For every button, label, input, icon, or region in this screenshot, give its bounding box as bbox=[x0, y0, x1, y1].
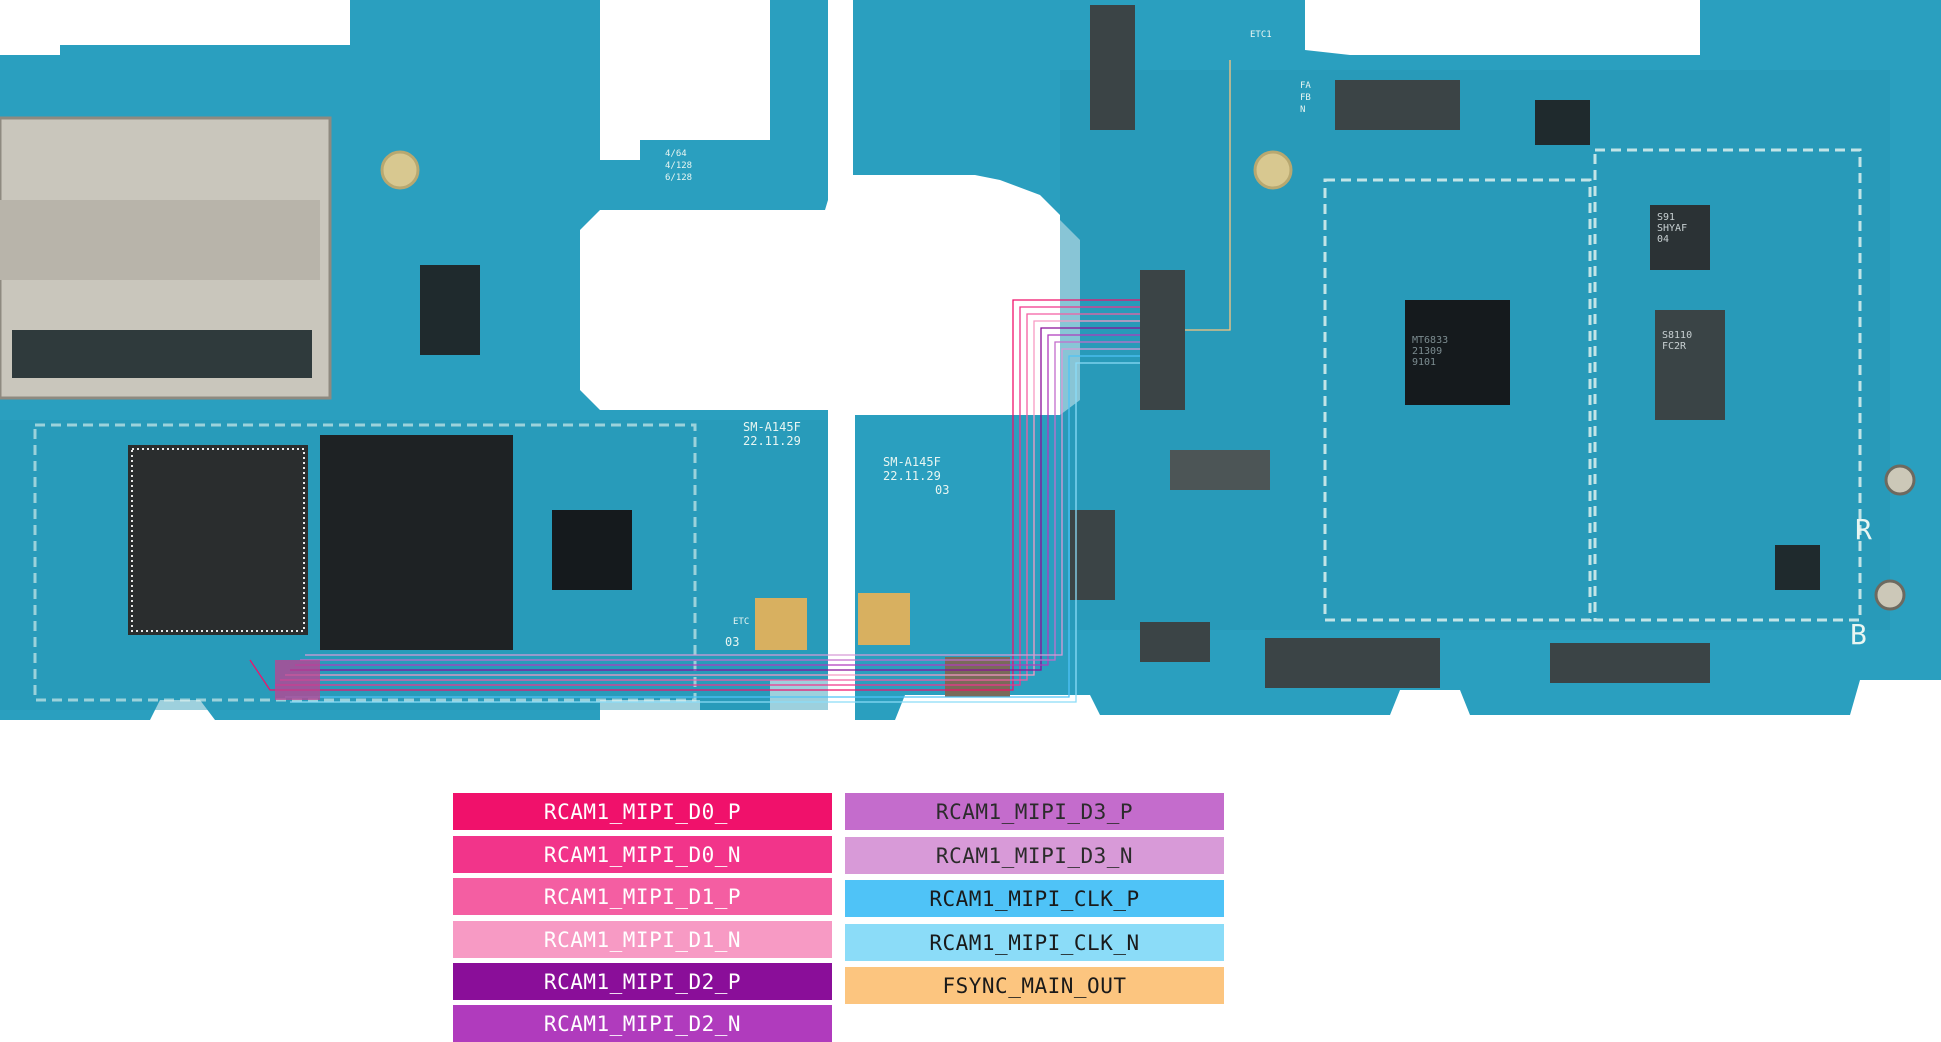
mark-b: B bbox=[1850, 618, 1867, 651]
trace-d3-n bbox=[305, 348, 1140, 656]
legend-label: RCAM1_MIPI_D2_N bbox=[543, 1011, 742, 1036]
legend-item-d2-n: RCAM1_MIPI_D2_N bbox=[453, 1005, 832, 1042]
connector-top-right bbox=[1335, 80, 1460, 130]
ic-right-marking: S8110 FC2R bbox=[1662, 330, 1693, 352]
pmic-marking: S91 SHYAF 04 bbox=[1657, 212, 1688, 245]
trace-d2-p bbox=[290, 327, 1140, 671]
connector-trace-end bbox=[945, 657, 1010, 697]
ram-bga-grid bbox=[131, 448, 305, 632]
chip-group-2 bbox=[1775, 545, 1820, 590]
legend-label: RCAM1_MIPI_D0_N bbox=[543, 842, 742, 867]
legend-item-d3-n: RCAM1_MIPI_D3_N bbox=[845, 837, 1224, 874]
connector-bottom-2 bbox=[1550, 643, 1710, 683]
silk-outline-2 bbox=[1593, 148, 1862, 622]
model-label-right: SM-A145F bbox=[883, 455, 941, 469]
mipi-traces bbox=[249, 60, 1231, 703]
coax-2 bbox=[1874, 579, 1906, 611]
chip-group-1 bbox=[1170, 450, 1270, 490]
connector-small bbox=[1140, 622, 1210, 662]
chip-top-right bbox=[1535, 100, 1590, 145]
coax-1 bbox=[1884, 464, 1916, 496]
ic-right bbox=[1655, 310, 1725, 420]
memory-options-label: 4/64 4/128 6/128 bbox=[665, 149, 693, 183]
connector-bottom-1 bbox=[1265, 638, 1440, 688]
date-label-left: 22.11.29 bbox=[743, 434, 801, 448]
legend-label: RCAM1_MIPI_D2_P bbox=[543, 969, 742, 994]
legend-label: RCAM1_MIPI_D1_N bbox=[543, 927, 742, 952]
model-label-left: SM-A145F bbox=[743, 420, 801, 434]
fa-fb-label: FA FB N bbox=[1300, 81, 1311, 115]
trace-d1-n bbox=[285, 320, 1140, 676]
date-label-right: 22.11.29 bbox=[883, 469, 941, 483]
trace-d3-p bbox=[300, 341, 1140, 661]
etc-label-top: ETC1 bbox=[1250, 30, 1272, 40]
legend-label: RCAM1_MIPI_D3_P bbox=[935, 799, 1134, 824]
legend-label: RCAM1_MIPI_D0_P bbox=[543, 799, 742, 824]
soc-chip bbox=[1405, 300, 1510, 405]
trace-d0-p bbox=[249, 299, 1140, 691]
mount-hole-left bbox=[380, 150, 420, 190]
soc-marking: MT6833 21309 9101 bbox=[1412, 335, 1449, 368]
silk-outline-1 bbox=[1323, 178, 1592, 622]
connector-top-center bbox=[1090, 5, 1135, 130]
qr-left bbox=[755, 598, 807, 650]
rev-label-right: 03 bbox=[935, 483, 950, 497]
trace-d2-n bbox=[295, 334, 1140, 666]
mount-hole-right bbox=[1253, 150, 1293, 190]
legend-item-d1-n: RCAM1_MIPI_D1_N bbox=[453, 921, 832, 958]
legend-item-clk-p: RCAM1_MIPI_CLK_P bbox=[845, 880, 1224, 917]
legend-label: RCAM1_MIPI_D3_N bbox=[935, 843, 1134, 868]
etc-label-left: ETC bbox=[733, 617, 750, 627]
legend-label: RCAM1_MIPI_D1_P bbox=[543, 884, 742, 909]
trace-fsync bbox=[1185, 60, 1231, 331]
camera-connector bbox=[1140, 270, 1185, 410]
legend-item-d2-p: RCAM1_MIPI_D2_P bbox=[453, 963, 832, 1000]
trace-hub bbox=[275, 660, 320, 700]
legend-item-fsync: FSYNC_MAIN_OUT bbox=[845, 967, 1224, 1004]
emmc-chip bbox=[320, 435, 513, 650]
legend-item-d0-p: RCAM1_MIPI_D0_P bbox=[453, 793, 832, 830]
chip-small-left bbox=[552, 510, 632, 590]
legend-item-d3-p: RCAM1_MIPI_D3_P bbox=[845, 793, 1224, 830]
sim-tray-stripe bbox=[0, 200, 320, 280]
legend-item-clk-n: RCAM1_MIPI_CLK_N bbox=[845, 924, 1224, 961]
legend-label: FSYNC_MAIN_OUT bbox=[942, 973, 1127, 998]
legend-item-d1-p: RCAM1_MIPI_D1_P bbox=[453, 878, 832, 915]
legend-label: RCAM1_MIPI_CLK_N bbox=[929, 930, 1140, 955]
chip-top-left bbox=[420, 265, 480, 355]
connector-mid bbox=[1070, 510, 1115, 600]
trace-clk-n bbox=[290, 362, 1140, 703]
pmic-chip bbox=[1650, 205, 1710, 270]
silk-outline-3 bbox=[33, 423, 697, 702]
sim-tray-inner bbox=[12, 330, 312, 378]
trace-d0-n bbox=[275, 306, 1140, 686]
trace-clk-p bbox=[285, 355, 1140, 698]
ram-bga bbox=[128, 445, 308, 635]
rev-label-left: 03 bbox=[725, 635, 740, 649]
qr-right bbox=[858, 593, 910, 645]
trace-d1-p bbox=[280, 313, 1140, 681]
mark-r: R bbox=[1855, 513, 1872, 546]
legend-label: RCAM1_MIPI_CLK_P bbox=[929, 886, 1140, 911]
legend-item-d0-n: RCAM1_MIPI_D0_N bbox=[453, 836, 832, 873]
